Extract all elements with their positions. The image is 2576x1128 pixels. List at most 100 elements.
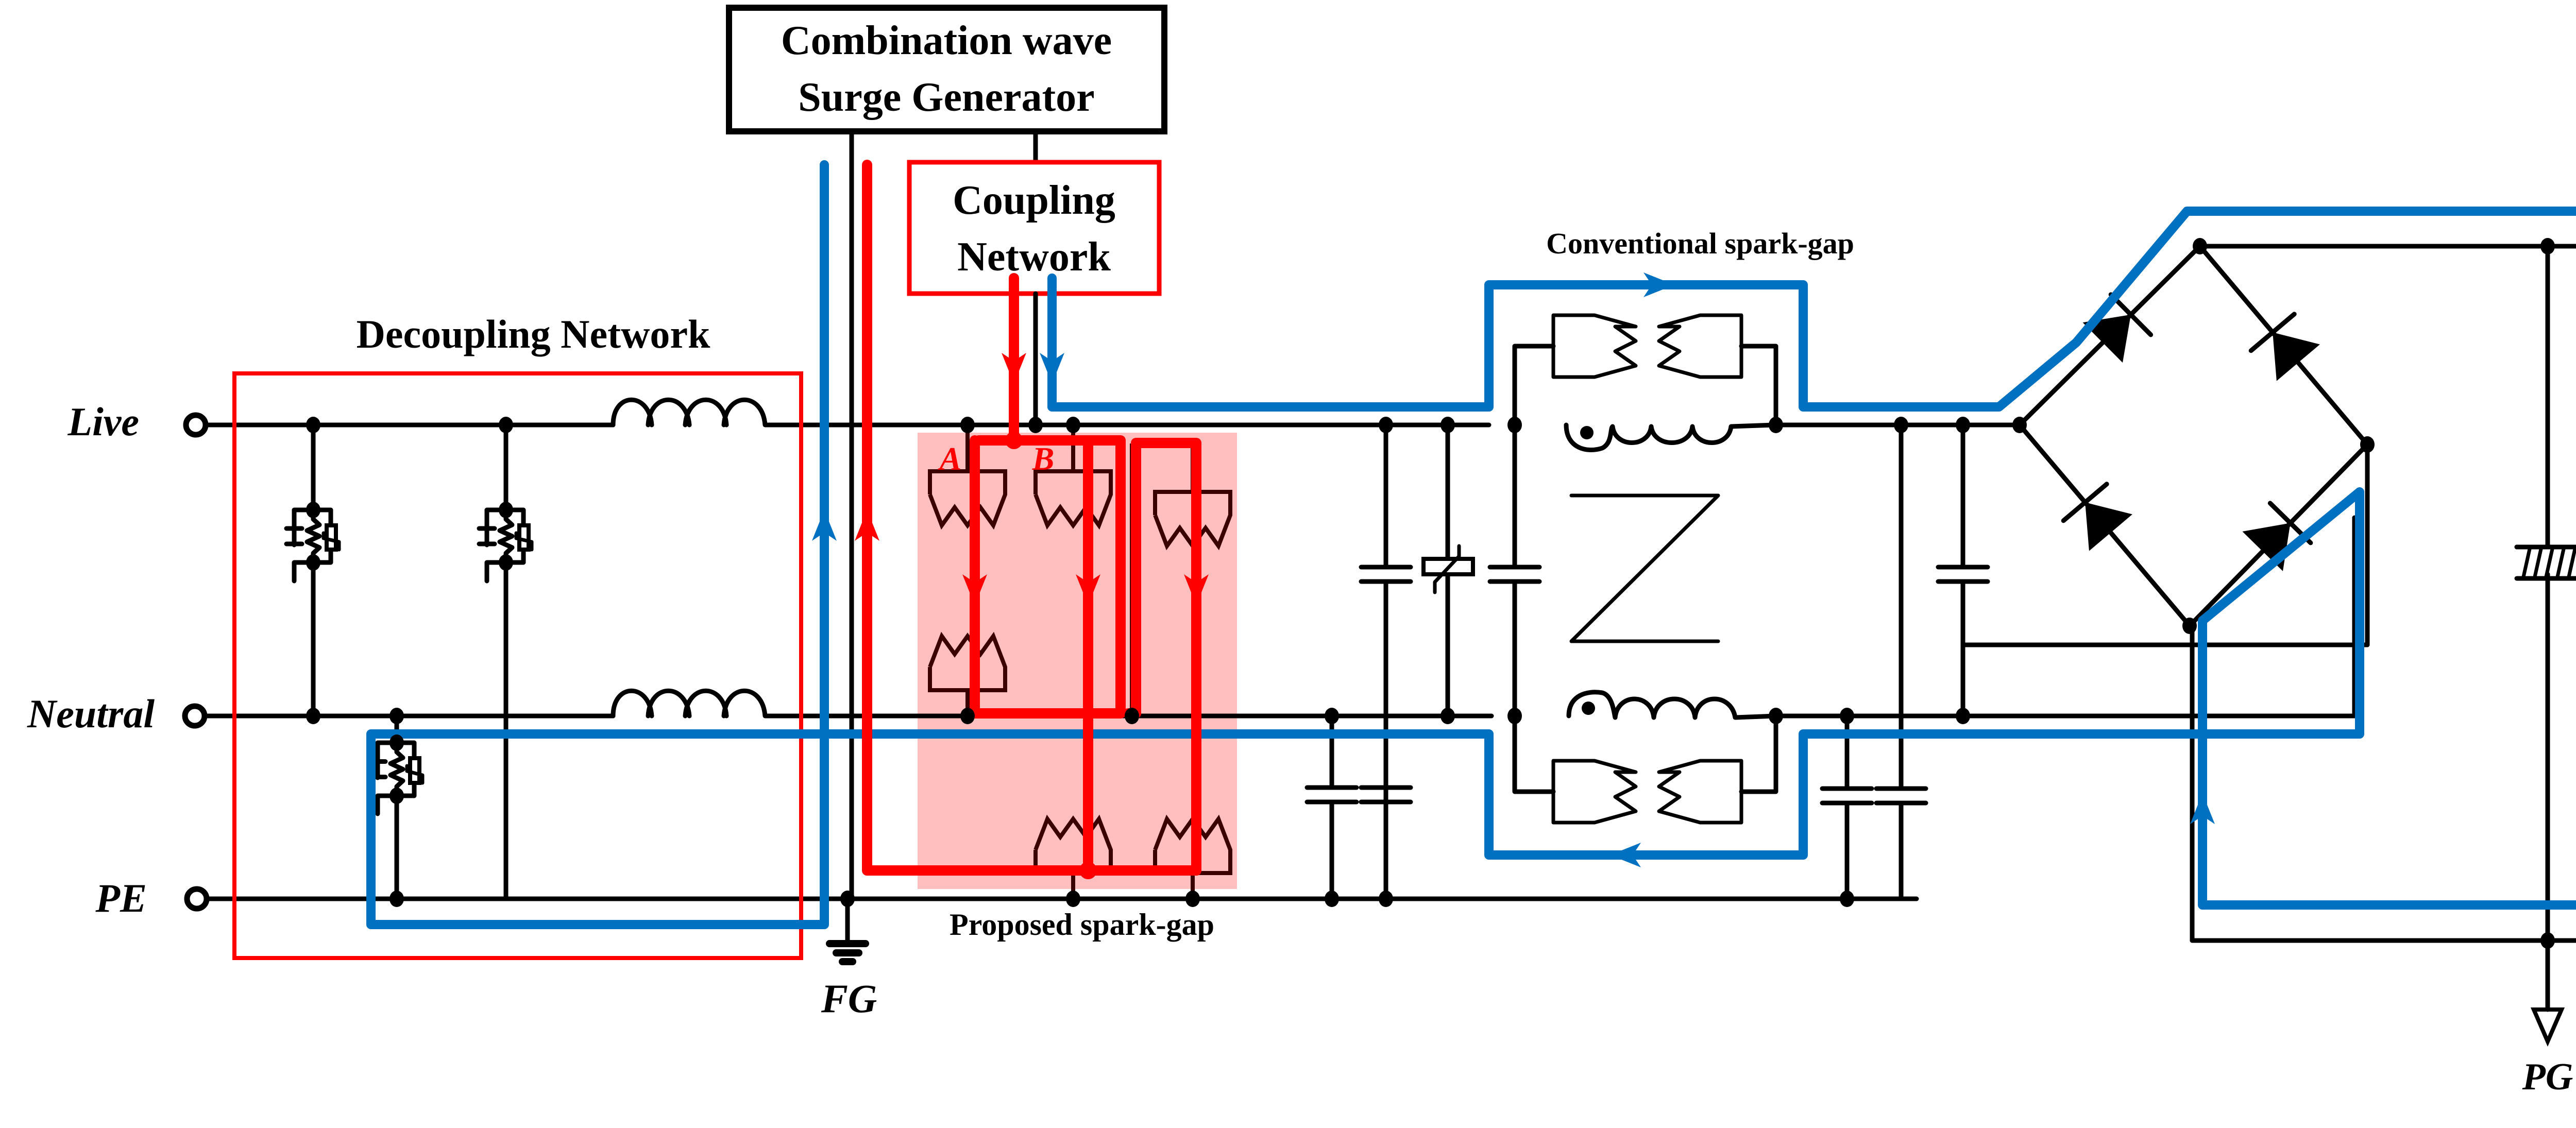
resistor: [304, 507, 322, 565]
junction-dot: [840, 891, 855, 907]
arrow-right: [1643, 272, 1674, 297]
arrow-up: [855, 510, 879, 541]
junction-dot: [1840, 708, 1854, 724]
junction-dot: [1440, 417, 1455, 433]
pg-label: PG: [2522, 1056, 2573, 1098]
arrow-left: [1610, 843, 1641, 867]
arrow-down: [1184, 574, 1209, 605]
gap-a-label: A: [938, 440, 962, 477]
junction-dot: [306, 554, 320, 571]
live-label: Live: [67, 399, 139, 444]
neutral-label: Neutral: [27, 691, 155, 736]
junction-dot: [1066, 417, 1080, 433]
gap-electrode-bottom: [928, 631, 1007, 692]
pe-terminal: PE: [95, 876, 210, 920]
decoupling-network-box: [232, 371, 803, 960]
diode-bar: [2248, 312, 2297, 353]
junction-dot: [1769, 708, 1783, 724]
junction-dot: [960, 417, 975, 433]
red-junction-dot: [1005, 432, 1023, 449]
gap-electrode-left: [1551, 313, 1638, 379]
conventional-spark-gaps: [1512, 313, 1778, 825]
capacitor: [1874, 422, 1928, 901]
junction-dot: [1440, 708, 1455, 724]
decoupling-network-label: Decoupling Network: [357, 312, 710, 356]
pe-label: PE: [95, 876, 147, 920]
junction-dot: [1507, 708, 1522, 724]
junction-dot: [2360, 436, 2375, 453]
arrow-down: [1076, 574, 1100, 605]
junction-dot: [1379, 417, 1393, 433]
gap-lead: [1739, 713, 1778, 794]
frame-ground-symbol: [826, 896, 869, 965]
power-ground-symbol: [2530, 986, 2565, 1047]
arrow-down: [1040, 353, 1064, 384]
common-mode-choke: [1564, 422, 1777, 720]
junction-dots: [306, 238, 2555, 949]
junction-dot: [1840, 891, 1854, 907]
diode-bar: [2108, 292, 2154, 337]
junction-dot: [1185, 891, 1200, 907]
junction-dot: [1028, 417, 1043, 433]
decoupling-inductor-live: [611, 397, 781, 428]
gap-lead: [1512, 344, 1556, 428]
gap-electrode-top: [928, 469, 1007, 530]
gap-b-label: B: [1032, 440, 1055, 477]
junction-dot: [306, 417, 320, 433]
filter-capacitors: [1304, 422, 1990, 901]
gap-electrode-right: [1657, 759, 1743, 825]
varistor-live-neutral: [1421, 422, 1475, 719]
junction-dot: [499, 554, 513, 571]
gap-lead: [1512, 713, 1556, 794]
junction-dot: [499, 417, 513, 433]
junction-dot: [2540, 932, 2555, 949]
diode-triangle: [2085, 502, 2132, 551]
coupling-network-line2: Network: [957, 234, 1111, 280]
gap-electrode-right: [1657, 313, 1743, 379]
junction-dot: [960, 708, 975, 724]
junction-dot: [389, 734, 404, 751]
junction-dot: [499, 502, 513, 518]
resistor: [388, 740, 405, 798]
junction-dot: [1507, 417, 1522, 433]
junction-dot: [389, 788, 404, 804]
capacitor: [1820, 713, 1874, 901]
junction-dot: [306, 708, 320, 724]
arrow-up: [812, 510, 837, 541]
gap-lead: [1739, 344, 1778, 428]
coupling-network-box: [907, 160, 1162, 296]
blue-current-path: [366, 160, 2576, 929]
junction-dot: [1894, 417, 1908, 433]
resistor: [497, 507, 515, 565]
capacitor: [1359, 713, 1413, 901]
junction-dot: [1325, 708, 1339, 724]
current-direction-arrows: [812, 272, 2215, 867]
junction-dot: [2012, 417, 2027, 433]
arrow-up: [2190, 793, 2215, 824]
junction-dot: [306, 502, 320, 518]
diode-triangle: [2273, 332, 2320, 381]
coupling-network-line1: Coupling: [953, 178, 1115, 223]
varistor-slash: [514, 531, 534, 552]
junction-dot: [389, 708, 404, 724]
junction-dot: [1769, 417, 1783, 433]
varistor-slash: [405, 764, 425, 785]
capacitor: [1487, 422, 1542, 719]
surge-generator-line2: Surge Generator: [798, 75, 1094, 120]
fg-label: FG: [821, 976, 877, 1021]
junction-dot: [389, 891, 404, 907]
varistor-slash: [321, 531, 341, 552]
junction-dot: [1956, 417, 1970, 433]
conventional-gap: [1512, 313, 1778, 428]
decoupling-rc-varistor-group: [284, 422, 534, 901]
junction-dot: [1956, 708, 1970, 724]
proposed-spark-gap-label: Proposed spark-gap: [950, 908, 1214, 942]
junction-dot: [2182, 618, 2197, 634]
gap-electrode-left: [1551, 759, 1638, 825]
junction-dot: [1325, 891, 1339, 907]
junction-dot: [2540, 238, 2555, 254]
arrow-down: [1002, 353, 1026, 384]
junction-dot: [1125, 708, 1139, 724]
live-terminal: Live: [67, 399, 209, 444]
